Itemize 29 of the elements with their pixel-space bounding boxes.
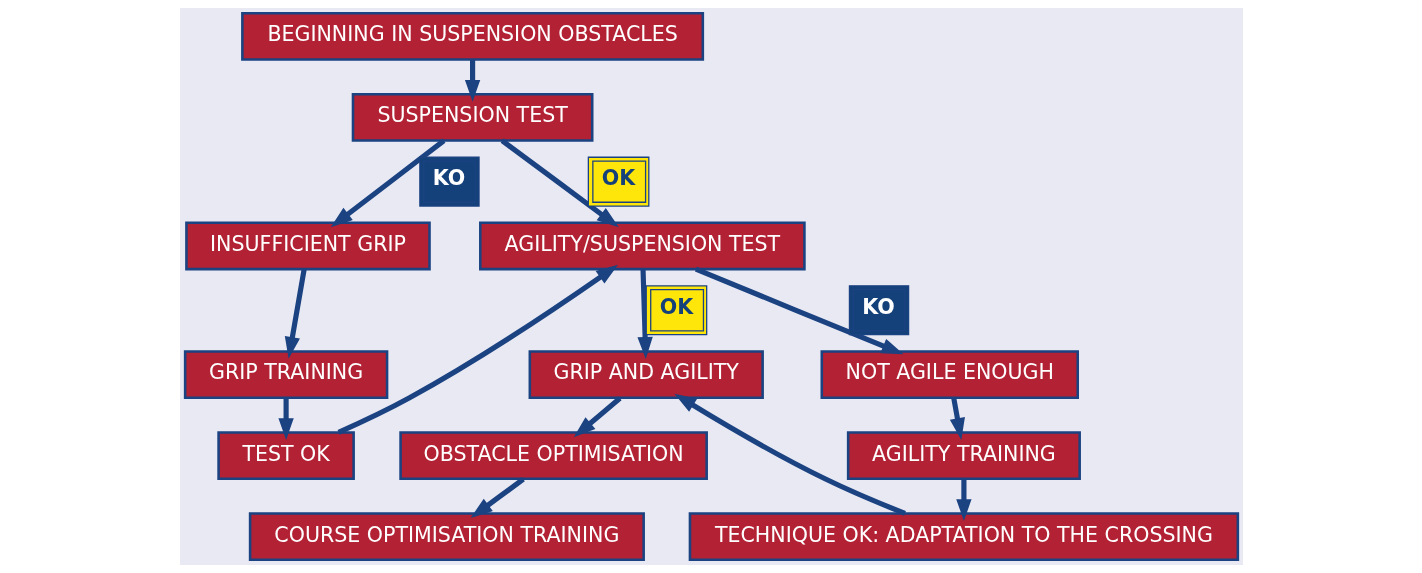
arrow	[694, 266, 903, 355]
node-box: SUSPENSION TEST	[351, 92, 593, 142]
arrow	[277, 398, 294, 441]
arrow	[337, 264, 618, 435]
node-box: NOT AGILE ENOUGH	[820, 350, 1079, 400]
node-box: AGILITY/SUSPENSION TEST	[478, 221, 806, 271]
arrow	[949, 397, 965, 440]
node-box: GRIP TRAINING	[183, 350, 388, 400]
node-box: GRIP AND AGILITY	[528, 350, 764, 400]
node-box: TECHNIQUE OK: ADAPTATION TO THE CROSSING	[688, 512, 1239, 562]
edge-label: OK	[659, 294, 693, 319]
node-box: OBSTACLE OPTIMISATION	[398, 431, 708, 481]
arrow	[573, 396, 622, 438]
arrow	[284, 268, 307, 359]
edge-label: KO	[861, 294, 895, 319]
node-box: AGILITY TRAINING	[846, 431, 1081, 481]
arrow	[636, 269, 653, 359]
node-box: INSUFFICIENT GRIP	[184, 221, 431, 271]
arrow	[470, 477, 525, 518]
node-box: BEGINNING IN SUSPENSION OBSTACLES	[240, 11, 704, 61]
edge-label: OK	[601, 166, 635, 191]
arrow	[673, 393, 906, 516]
arrow	[464, 59, 480, 102]
arrow	[955, 479, 972, 522]
node-box: TEST OK	[216, 431, 355, 481]
node-box: COURSE OPTIMISATION TRAINING	[248, 512, 645, 562]
arrow	[330, 138, 445, 228]
edge-label: KO	[432, 166, 465, 191]
arrow	[500, 138, 619, 228]
